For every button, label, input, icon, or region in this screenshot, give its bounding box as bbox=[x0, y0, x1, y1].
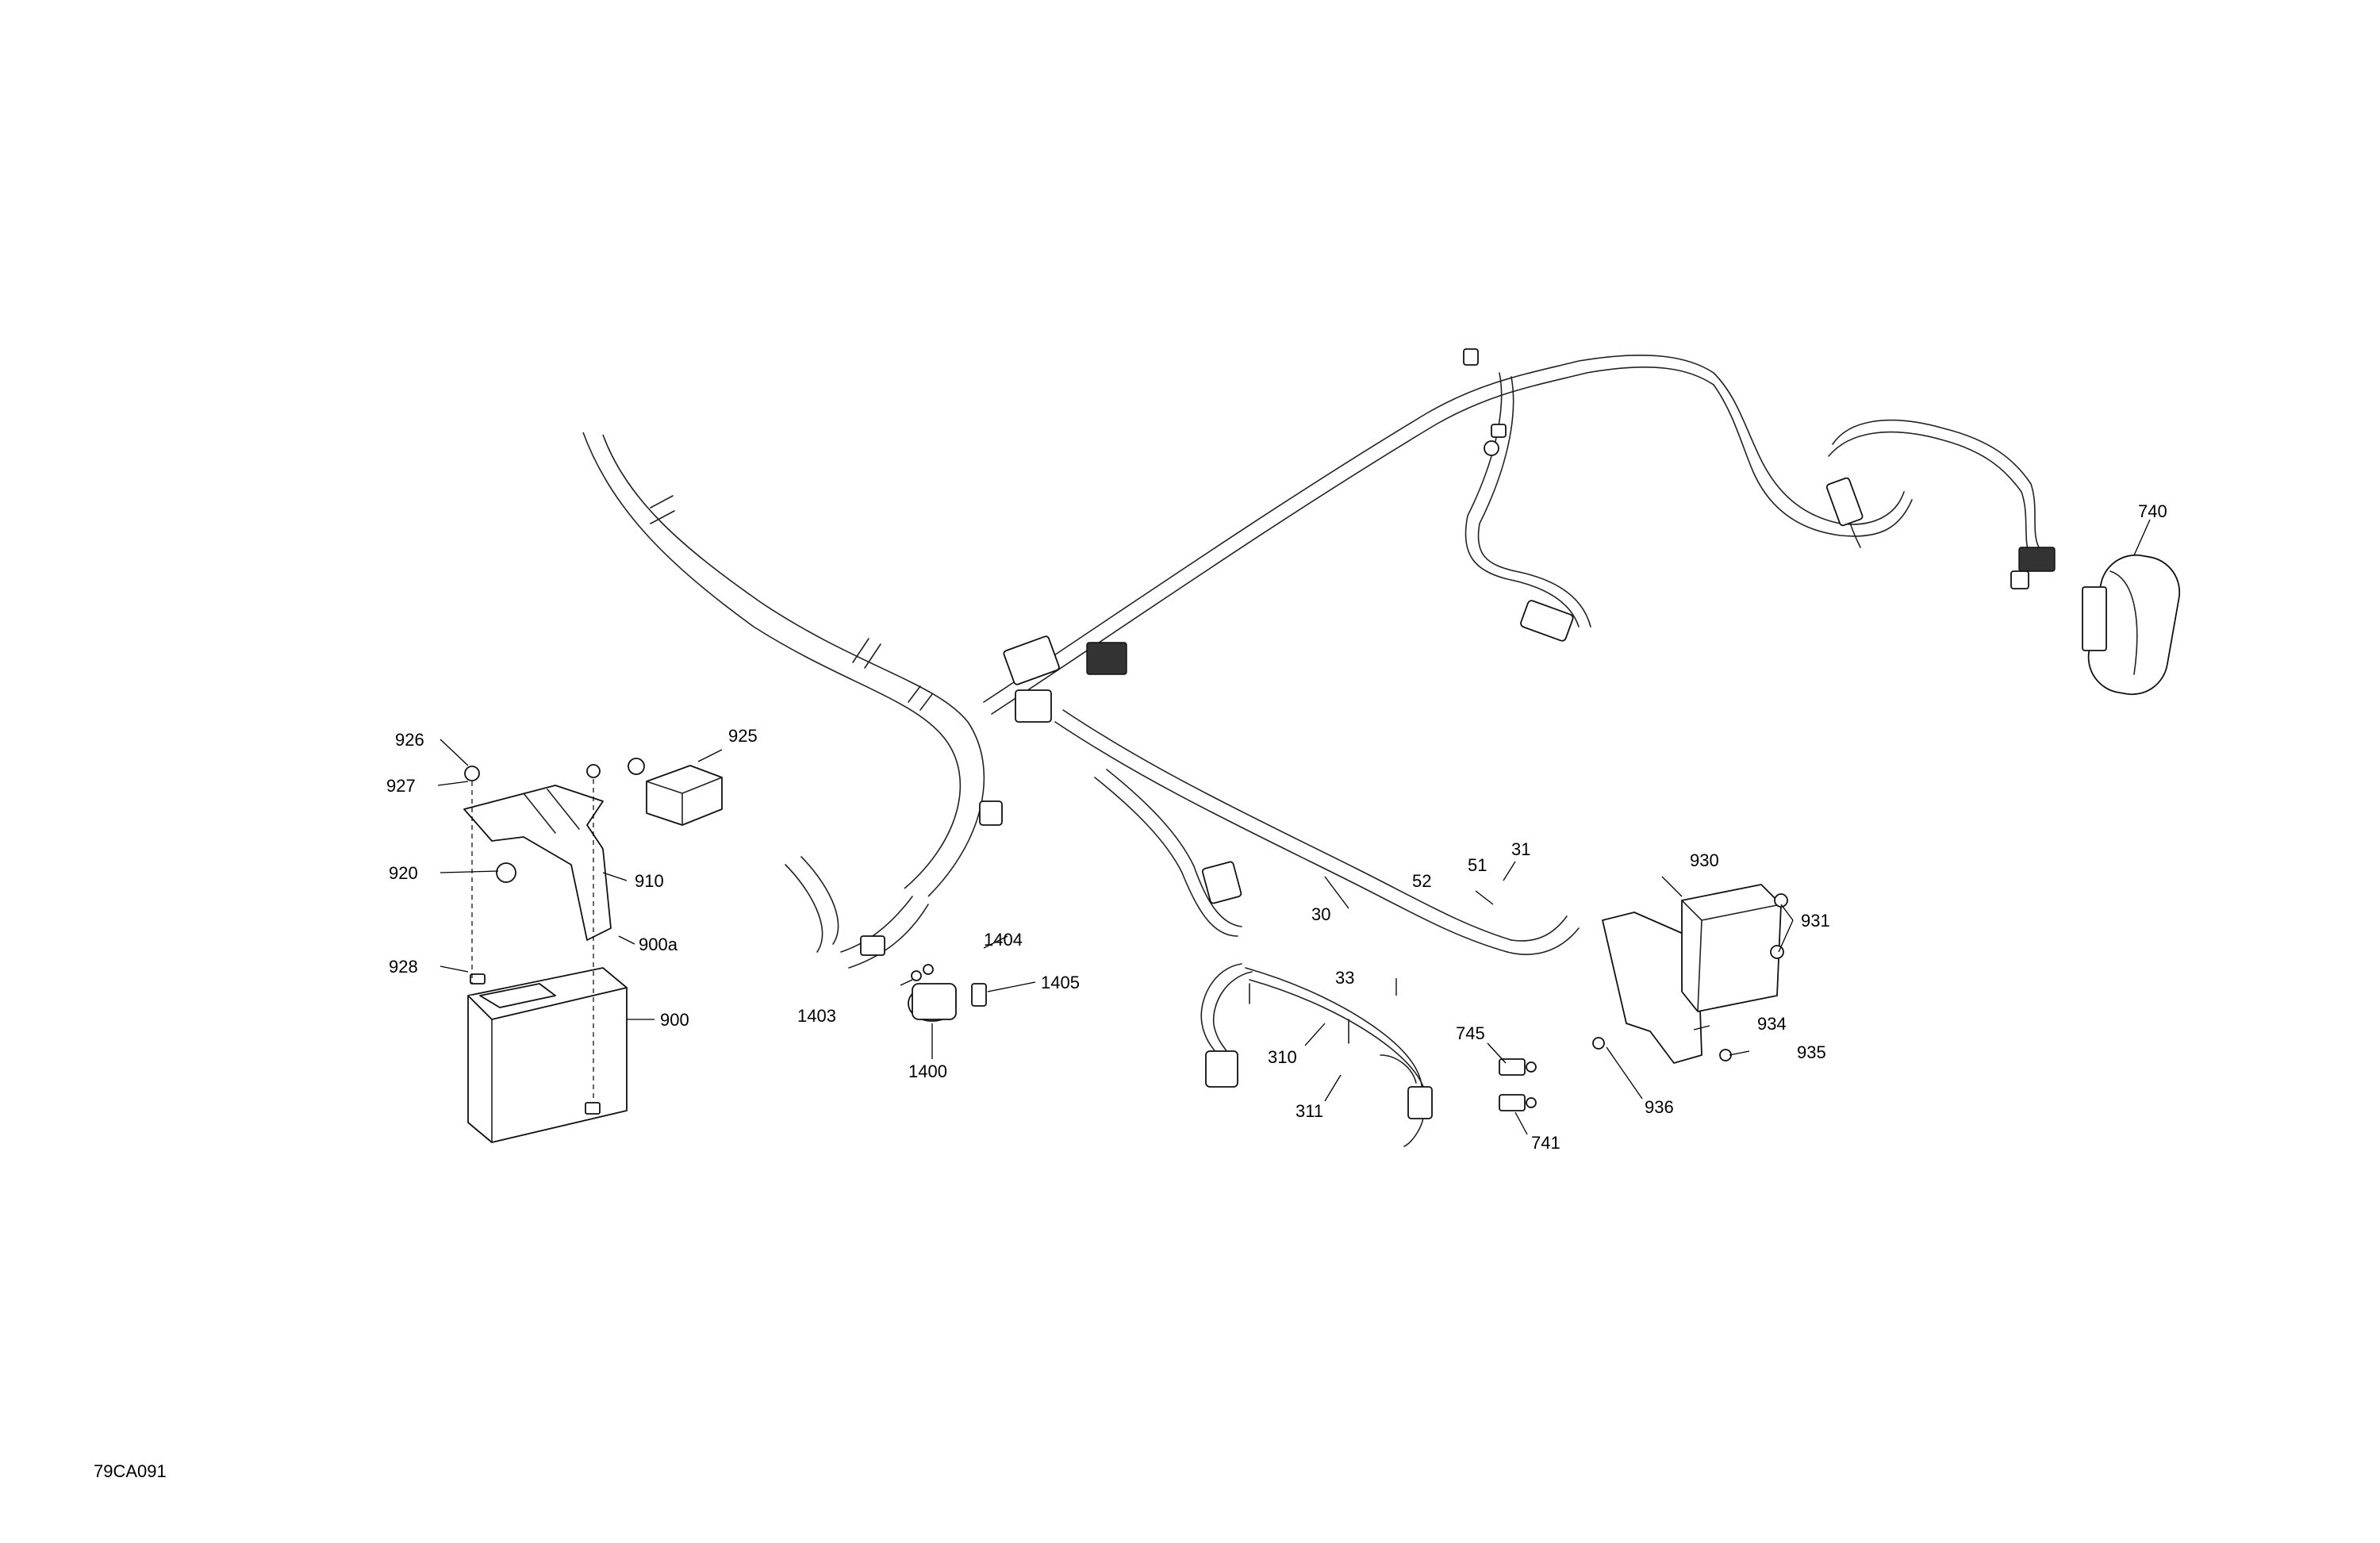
callout-934: 934 bbox=[1757, 1014, 1787, 1034]
light-assembly bbox=[2082, 554, 2181, 696]
callout-927: 927 bbox=[386, 776, 416, 796]
callout-910: 910 bbox=[635, 871, 664, 891]
callout-931: 931 bbox=[1801, 911, 1830, 931]
callout-33: 33 bbox=[1335, 968, 1354, 988]
callout-936: 936 bbox=[1645, 1097, 1674, 1117]
callout-900: 900 bbox=[660, 1010, 689, 1030]
callout-labels: 926 925 927 920 910 900a 928 900 1404 14… bbox=[386, 501, 2167, 1153]
battery-assembly bbox=[463, 758, 723, 1143]
callout-920: 920 bbox=[389, 863, 418, 883]
callout-52: 52 bbox=[1412, 871, 1431, 891]
callout-740: 740 bbox=[2138, 501, 2167, 521]
callout-1405: 1405 bbox=[1041, 973, 1080, 992]
callout-30: 30 bbox=[1311, 904, 1330, 924]
callout-926: 926 bbox=[395, 730, 424, 750]
callout-935: 935 bbox=[1797, 1042, 1826, 1062]
callout-925: 925 bbox=[728, 726, 758, 746]
callout-51: 51 bbox=[1468, 855, 1487, 875]
callout-741: 741 bbox=[1531, 1133, 1560, 1153]
leader-lines bbox=[437, 519, 2151, 1135]
callout-1403: 1403 bbox=[797, 1006, 836, 1026]
callout-928: 928 bbox=[389, 957, 418, 977]
clip-parts bbox=[1499, 1058, 1537, 1111]
drawing-reference-code: 79CA091 bbox=[94, 1461, 167, 1481]
callout-745: 745 bbox=[1456, 1023, 1485, 1043]
callout-930: 930 bbox=[1690, 850, 1719, 870]
callout-900a: 900a bbox=[639, 935, 678, 954]
callout-311: 311 bbox=[1296, 1101, 1323, 1121]
main-harness bbox=[582, 348, 2040, 969]
harness-connectors bbox=[860, 477, 2056, 956]
callout-1404: 1404 bbox=[984, 930, 1023, 950]
callout-31: 31 bbox=[1511, 839, 1530, 859]
sub-harness-310 bbox=[1200, 963, 1433, 1147]
relay-assembly bbox=[908, 964, 987, 1022]
callout-1400: 1400 bbox=[908, 1061, 947, 1081]
callout-310: 310 bbox=[1268, 1047, 1297, 1067]
module-assembly bbox=[1592, 884, 1788, 1064]
